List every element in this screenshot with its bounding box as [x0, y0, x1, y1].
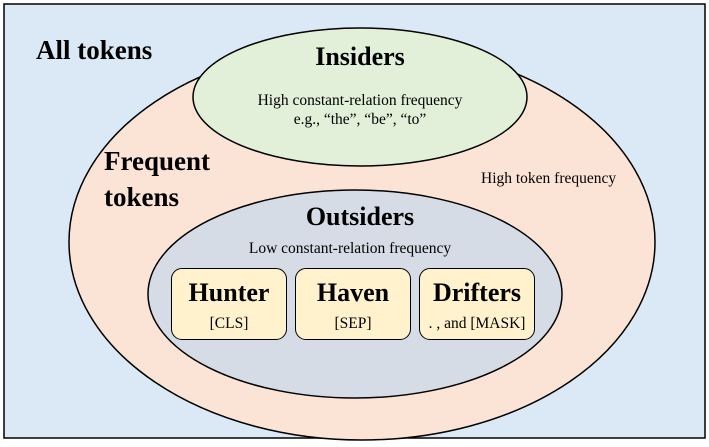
haven-box: Haven [SEP] — [295, 268, 411, 340]
frequent-tokens-label: Frequent tokens — [104, 143, 210, 215]
insiders-description: High constant-relation frequency — [257, 92, 463, 109]
high-token-frequency-annotation: High token frequency — [481, 170, 617, 187]
hunter-example: [CLS] — [209, 315, 249, 332]
drifters-title: Drifters — [432, 278, 522, 307]
outsiders-description: Low constant-relation frequency — [248, 240, 452, 257]
drifters-example: . , and [MASK] — [428, 315, 526, 332]
insiders-title: Insiders — [315, 42, 405, 71]
frequent-tokens-label-line2: tokens — [104, 182, 180, 212]
insiders-description-block: High constant-relation frequency e.g., “… — [217, 91, 503, 129]
haven-title: Haven — [316, 278, 390, 307]
haven-example: [SEP] — [334, 315, 372, 332]
drifters-box: Drifters . , and [MASK] — [419, 268, 535, 340]
outsiders-title: Outsiders — [305, 202, 415, 231]
frequent-tokens-label-line1: Frequent — [104, 146, 210, 176]
insiders-ellipse — [192, 27, 528, 167]
hunter-title: Hunter — [188, 278, 270, 307]
insiders-examples: e.g., “the”, “be”, “to” — [293, 111, 427, 128]
hunter-box: Hunter [CLS] — [171, 268, 287, 340]
all-tokens-label: All tokens — [36, 35, 153, 65]
